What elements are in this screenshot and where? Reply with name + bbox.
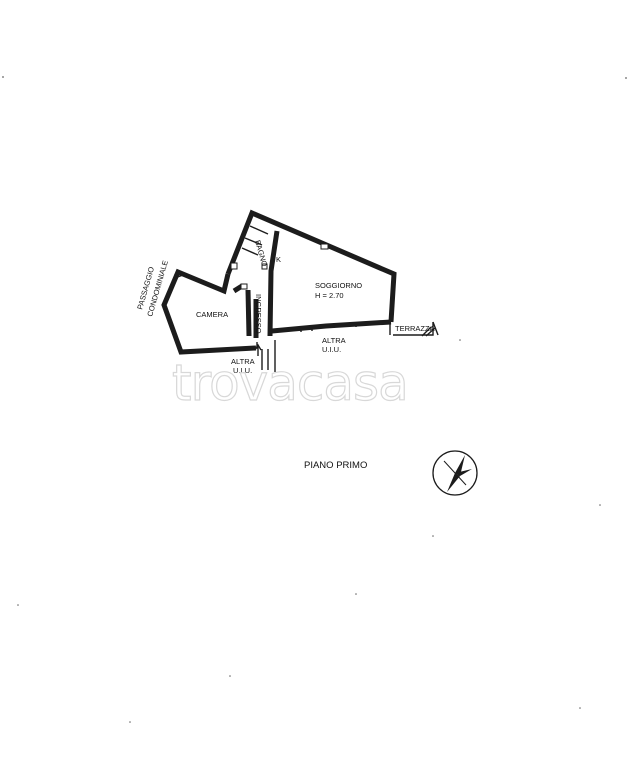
scan-specks	[2, 76, 627, 723]
adjacent-unit-code-2: U.I.U.	[233, 366, 252, 375]
floor-label: PIANO PRIMO	[304, 460, 367, 471]
kitchen-mark: K	[276, 255, 281, 264]
north-arrow-icon	[432, 450, 478, 496]
room-height: H = 2.70	[315, 291, 344, 300]
room-label-ingresso: INGRESSO	[254, 294, 263, 334]
adjacent-unit-label-2: ALTRA	[231, 357, 255, 366]
room-label-terrazza: TERRAZZA	[395, 324, 435, 333]
plan-details	[174, 225, 439, 372]
room-label-soggiorno: SOGGIORNO	[315, 281, 362, 290]
adjacent-unit-label: ALTRA	[322, 336, 346, 345]
room-label-camera: CAMERA	[196, 310, 228, 319]
adjacent-unit-code: U.I.U.	[322, 345, 341, 354]
watermark: trovacasa	[172, 354, 408, 412]
